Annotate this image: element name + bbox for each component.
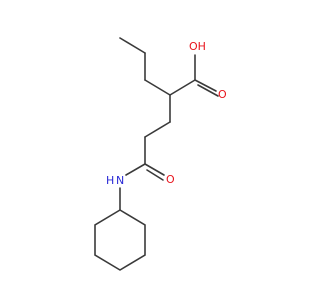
bond-amide-o-double-a xyxy=(144,163,165,176)
bond-carboxyl-o-double-b xyxy=(197,84,219,97)
amide-hydrogen-label: H xyxy=(106,174,114,187)
bond-propyl-1 xyxy=(119,37,146,54)
amide-carbonyl-oxygen-label: O xyxy=(166,173,175,186)
bond-amide-o-double-b xyxy=(146,169,164,181)
hydroxyl-oxygen-label: OH xyxy=(189,40,206,53)
cyclohexane-ring xyxy=(94,209,146,271)
amide-nitrogen-label: N xyxy=(116,174,124,187)
acid-carbonyl-oxygen-label: O xyxy=(218,88,227,101)
bond-propyl-3 xyxy=(144,79,171,96)
bond-alpha-carboxyl xyxy=(169,79,196,96)
molecule-diagram: OH O O H N xyxy=(94,37,227,271)
bond-amide-cn xyxy=(125,163,146,176)
bond-carboxyl-o-double-a xyxy=(194,79,217,92)
bond-ch2-ch2 xyxy=(144,121,171,138)
